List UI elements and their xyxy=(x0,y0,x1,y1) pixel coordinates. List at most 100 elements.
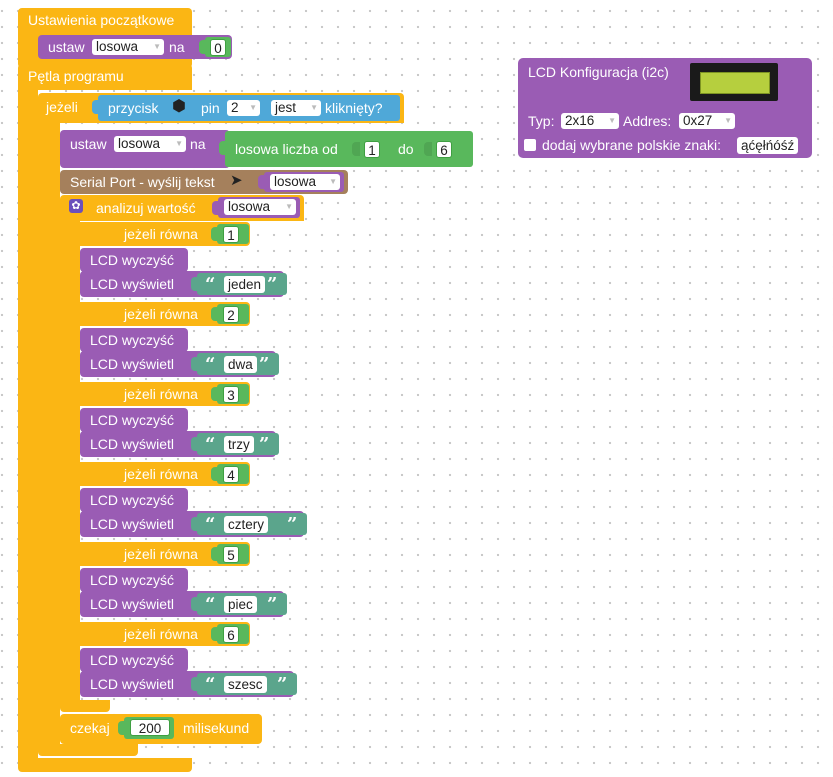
text-tab xyxy=(191,357,199,371)
case-label: jeżeli równa xyxy=(124,386,198,402)
text-tab xyxy=(191,277,199,291)
lcd-clear-label: LCD wyczyść xyxy=(90,572,175,588)
text-field[interactable]: dwa xyxy=(224,356,257,373)
case-label: jeżeli równa xyxy=(124,306,198,322)
lcd-print-label: LCD wyświetl xyxy=(90,676,175,692)
lcd-clear-block[interactable] xyxy=(80,408,188,432)
lcd-clear-label: LCD wyczyść xyxy=(90,252,175,268)
text-field[interactable]: szesc xyxy=(224,676,267,693)
case-value-field[interactable]: 6 xyxy=(223,626,239,643)
button-icon: ⬢ xyxy=(172,98,186,115)
case-label: jeżeli równa xyxy=(124,546,198,562)
random-to-field[interactable]: 6 xyxy=(436,141,452,158)
lcd-type-label: Typ: xyxy=(528,113,555,129)
case-value-field[interactable]: 2 xyxy=(223,306,239,323)
lcd-clear-block[interactable] xyxy=(80,248,188,272)
lcd-clear-block[interactable] xyxy=(80,648,188,672)
switch-label: analizuj wartość xyxy=(96,200,196,216)
case-value-tab xyxy=(211,627,219,641)
lcd-print-label: LCD wyświetl xyxy=(90,276,175,292)
state-dropdown[interactable]: jest xyxy=(271,100,321,116)
open-quote-icon: “ xyxy=(205,514,216,535)
loop-title: Pętla programu xyxy=(28,68,124,84)
lcd-display-icon xyxy=(690,63,778,101)
gear-icon[interactable]: ✿ xyxy=(69,199,83,213)
text-tab xyxy=(191,677,199,691)
random-to-tab xyxy=(424,142,432,156)
polish-label: dodaj wybrane polskie znaki: xyxy=(542,137,721,153)
setup-set-label: ustaw xyxy=(48,39,85,55)
pin-label: pin xyxy=(201,100,220,116)
lcd-clear-label: LCD wyczyść xyxy=(90,492,175,508)
lcd-addr-label: Addres: xyxy=(623,113,672,129)
polish-checkbox[interactable] xyxy=(524,139,536,151)
lcd-clear-block[interactable] xyxy=(80,488,188,512)
case-value-tab xyxy=(211,467,219,481)
text-field[interactable]: cztery xyxy=(224,516,269,533)
switch-var-dropdown[interactable]: losowa xyxy=(224,199,296,215)
loop-spine xyxy=(18,88,38,762)
text-field[interactable]: jeden xyxy=(224,276,266,293)
text-field[interactable]: trzy xyxy=(224,436,254,453)
random-tab xyxy=(219,141,227,155)
close-quote-icon: ” xyxy=(287,514,298,535)
if-label: jeżeli xyxy=(46,99,78,115)
lcd-clear-label: LCD wyczyść xyxy=(90,412,175,428)
text-tab xyxy=(191,597,199,611)
button-action: kliknięty? xyxy=(325,100,383,116)
case-value-field[interactable]: 4 xyxy=(223,466,239,483)
wait-value-field[interactable]: 200 xyxy=(130,719,170,736)
wait-unit: milisekund xyxy=(183,720,250,736)
setup-var-dropdown[interactable]: losowa xyxy=(92,39,164,55)
serial-label: Serial Port - wyślij tekst xyxy=(70,174,215,190)
open-quote-icon: “ xyxy=(205,594,216,615)
lcd-print-label: LCD wyświetl xyxy=(90,356,175,372)
open-quote-icon: “ xyxy=(205,274,216,295)
serial-var-tab xyxy=(258,175,266,189)
lcd-clear-block[interactable] xyxy=(80,568,188,592)
text-tab xyxy=(191,437,199,451)
close-quote-icon: ” xyxy=(267,274,278,295)
button-tab xyxy=(92,100,100,114)
setup-title: Ustawienia początkowe xyxy=(28,12,175,28)
button-label: przycisk xyxy=(108,100,159,116)
case-value-field[interactable]: 3 xyxy=(223,386,239,403)
close-quote-icon: ” xyxy=(259,434,270,455)
close-quote-icon: ” xyxy=(267,594,278,615)
case-value-tab xyxy=(211,387,219,401)
lcd-clear-label: LCD wyczyść xyxy=(90,652,175,668)
lcd-type-dropdown[interactable]: 2x16 xyxy=(561,113,619,129)
polish-chars-field[interactable]: ąćęłńóśź xyxy=(737,137,799,154)
lcd-clear-block[interactable] xyxy=(80,328,188,352)
random-from-tab xyxy=(352,142,360,156)
case-value-field[interactable]: 5 xyxy=(223,546,239,563)
lcd-print-label: LCD wyświetl xyxy=(90,436,175,452)
wait-value-tab xyxy=(118,721,126,735)
case-label: jeżeli równa xyxy=(124,466,198,482)
random-from-field[interactable]: 1 xyxy=(364,141,380,158)
setup-to-label: na xyxy=(169,39,185,55)
close-quote-icon: ” xyxy=(259,354,270,375)
lcd-config-title: LCD Konfiguracja (i2c) xyxy=(528,64,669,80)
random-to-label: do xyxy=(398,141,414,157)
loop-block[interactable] xyxy=(18,64,192,90)
loop-bottom xyxy=(18,758,192,772)
set-to-label: na xyxy=(190,136,206,152)
set-var-dropdown[interactable]: losowa xyxy=(114,136,186,152)
case-value-tab xyxy=(211,547,219,561)
lcd-addr-dropdown[interactable]: 0x27 xyxy=(679,113,735,129)
case-label: jeżeli równa xyxy=(124,626,198,642)
switch-bottom xyxy=(60,700,110,712)
open-quote-icon: “ xyxy=(205,434,216,455)
pin-dropdown[interactable]: 2 xyxy=(227,100,260,116)
case-value-field[interactable]: 1 xyxy=(223,226,239,243)
set-label: ustaw xyxy=(70,136,107,152)
setup-value-field[interactable]: 0 xyxy=(210,39,226,56)
lcd-clear-label: LCD wyczyść xyxy=(90,332,175,348)
switch-var-tab xyxy=(212,201,220,215)
text-field[interactable]: piec xyxy=(224,596,257,613)
case-label: jeżeli równa xyxy=(124,226,198,242)
serial-var-dropdown[interactable]: losowa xyxy=(270,174,340,190)
wait-label: czekaj xyxy=(70,720,110,736)
send-icon: ➤ xyxy=(230,172,243,189)
